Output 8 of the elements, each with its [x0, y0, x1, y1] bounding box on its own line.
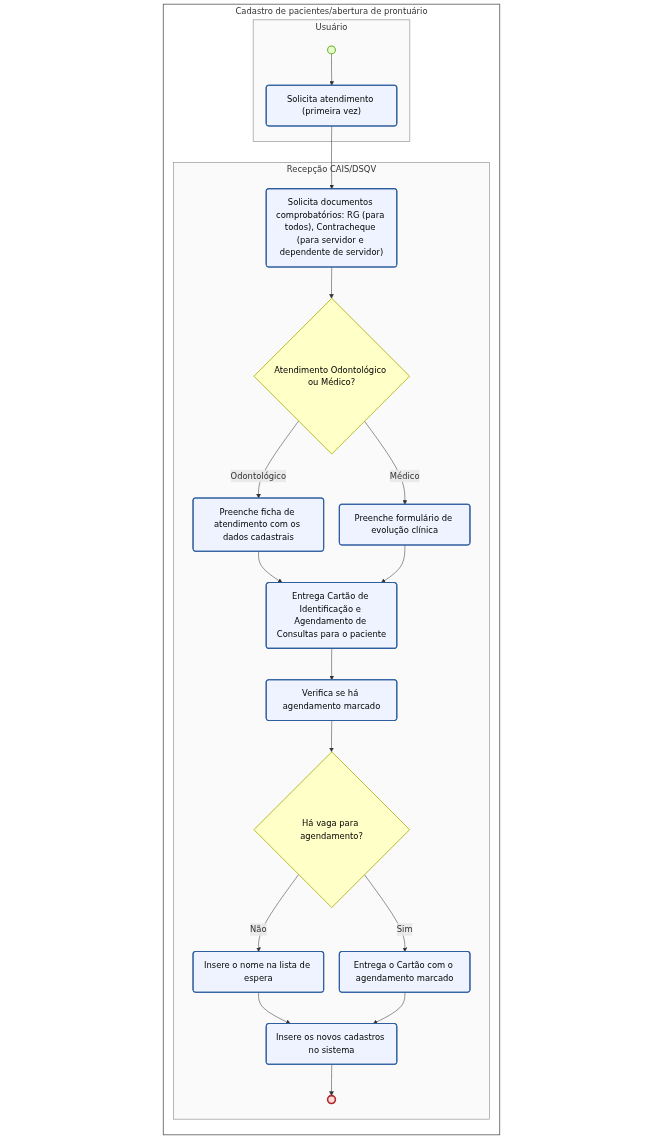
node-circle — [326, 1094, 337, 1105]
edge-label: Odontológico — [230, 470, 287, 481]
edge-label: Médico — [389, 470, 420, 481]
node-diamond: Atendimento Odontológico ou Médico? — [253, 297, 410, 455]
edge-label: Não — [250, 924, 267, 935]
node-circle — [327, 45, 336, 55]
edge-label: Sim — [396, 924, 413, 935]
node-diamond: Há vaga para agendamento? — [253, 751, 410, 908]
